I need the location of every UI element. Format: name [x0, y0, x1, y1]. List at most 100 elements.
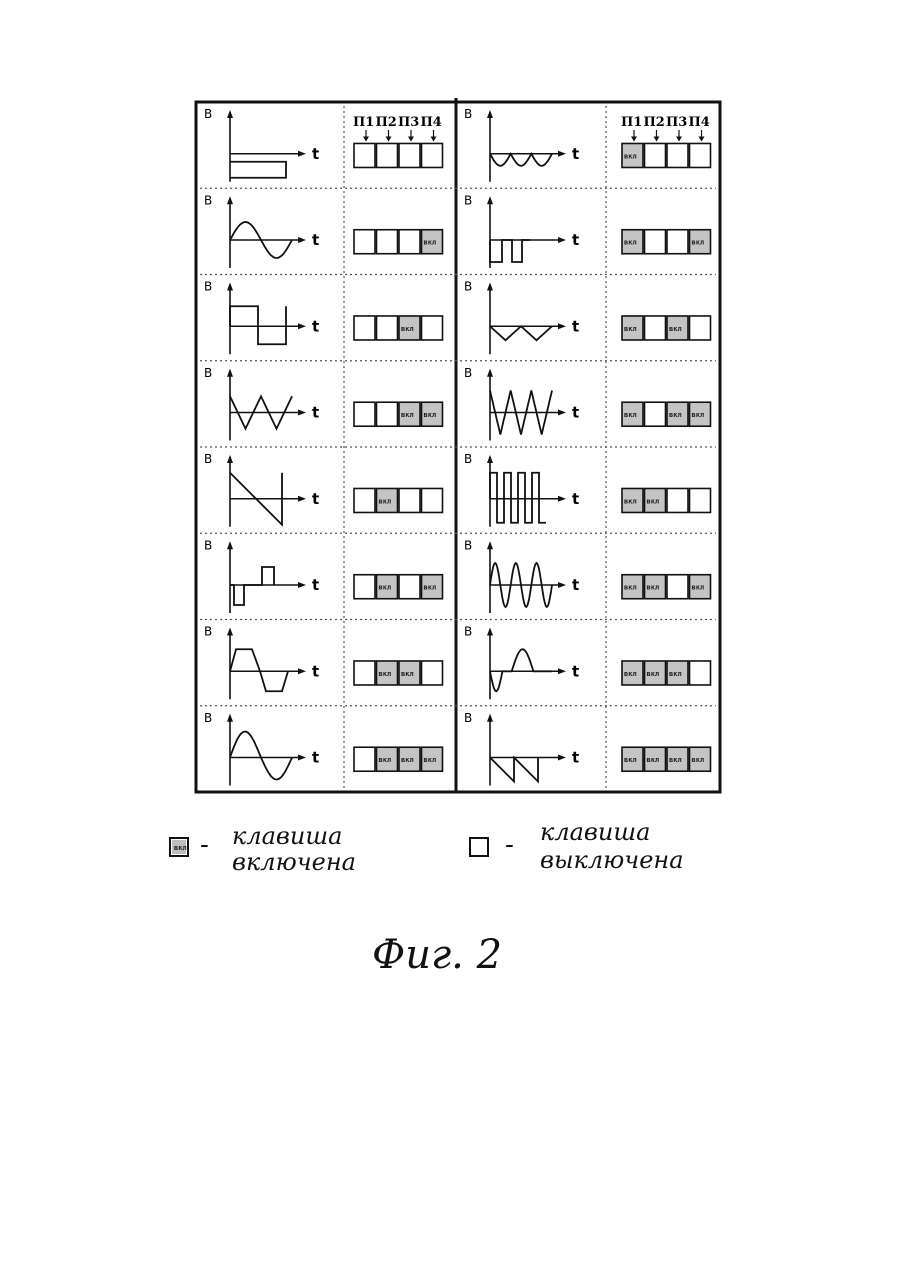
key-on: вкл	[422, 747, 443, 771]
key-on-text: вкл	[669, 411, 682, 419]
axis-y-arrow	[487, 369, 493, 377]
key-on-text: вкл	[692, 756, 705, 764]
key-on-text: вкл	[669, 670, 682, 678]
key-on-text: вкл	[647, 670, 660, 678]
key-off	[377, 143, 398, 167]
axis-y-arrow	[227, 196, 233, 204]
key-header-arrowhead	[363, 136, 369, 141]
key-header-2: П2	[644, 115, 665, 130]
axis-x-arrow	[558, 582, 566, 588]
key-on-text: вкл	[424, 756, 437, 764]
key-on-text: вкл	[401, 325, 414, 333]
axis-x-arrow	[298, 237, 306, 243]
axis-x-arrow	[558, 410, 566, 416]
key-on: вкл	[377, 488, 398, 512]
key-header-arrowhead	[386, 136, 392, 141]
key-off	[645, 143, 666, 167]
key-on: вкл	[622, 488, 643, 512]
axis-y-label: В	[464, 280, 472, 294]
axis-y-arrow	[227, 369, 233, 377]
key-header-arrowhead	[408, 136, 414, 141]
axis-y-arrow	[227, 455, 233, 463]
axis-y-label: В	[204, 711, 212, 725]
key-header-2: П2	[376, 115, 397, 130]
cell-left-2: Вtвкл	[204, 193, 443, 268]
axis-x-arrow	[558, 755, 566, 761]
key-on-text: вкл	[624, 584, 637, 592]
key-off	[690, 143, 711, 167]
axis-y-label: В	[464, 452, 472, 466]
axis-y-arrow	[227, 283, 233, 291]
waveform-square-low	[230, 162, 286, 178]
axis-x-label: t	[572, 317, 579, 335]
axis-x-label: t	[312, 662, 319, 680]
key-off	[399, 575, 420, 599]
key-on: вкл	[622, 661, 643, 685]
key-off	[354, 402, 375, 426]
cell-right-8: Вtвклвклвклвкл	[464, 711, 711, 786]
axis-x-arrow	[558, 237, 566, 243]
axis-y-label: В	[464, 193, 472, 207]
waveform-square	[230, 306, 286, 344]
key-off	[667, 230, 688, 254]
key-on: вкл	[622, 747, 643, 771]
axis-x-label: t	[572, 404, 579, 422]
key-header-arrowhead	[431, 136, 437, 141]
key-on: вкл	[422, 230, 443, 254]
key-off	[399, 230, 420, 254]
axis-y-label: В	[204, 280, 212, 294]
axis-x-label: t	[312, 576, 319, 594]
key-on: вкл	[667, 316, 688, 340]
key-on: вкл	[667, 747, 688, 771]
axis-y-label: В	[204, 193, 212, 207]
key-on: вкл	[399, 402, 420, 426]
axis-y-arrow	[227, 628, 233, 636]
key-on-text: вкл	[401, 670, 414, 678]
key-off	[354, 661, 375, 685]
key-off	[354, 316, 375, 340]
key-on: вкл	[622, 402, 643, 426]
cell-left-1: ВtП1П2П3П4	[204, 107, 443, 182]
key-on-text: вкл	[401, 411, 414, 419]
key-header-arrowhead	[699, 136, 705, 141]
cell-left-4: Вtвклвкл	[204, 366, 443, 441]
key-on-text: вкл	[669, 325, 682, 333]
cell-left-3: Вtвкл	[204, 280, 443, 355]
axis-x-arrow	[558, 323, 566, 329]
key-on-text: вкл	[624, 497, 637, 505]
legend-on-line2: включена	[232, 848, 356, 876]
axis-y-arrow	[487, 628, 493, 636]
cell-right-7: Вtвклвклвкл	[464, 625, 711, 700]
legend-off-line2: выключена	[540, 846, 684, 874]
key-on: вкл	[422, 575, 443, 599]
key-on: вкл	[690, 230, 711, 254]
key-on-text: вкл	[669, 756, 682, 764]
axis-y-arrow	[487, 283, 493, 291]
key-on: вкл	[377, 661, 398, 685]
key-on-text: вкл	[647, 756, 660, 764]
waveform-negative-triangle	[490, 326, 552, 340]
axis-x-arrow	[558, 151, 566, 157]
key-on: вкл	[622, 316, 643, 340]
axis-x-arrow	[298, 668, 306, 674]
key-on-text: вкл	[379, 756, 392, 764]
key-off	[667, 143, 688, 167]
legend-on-swatch-text: вкл	[174, 844, 187, 852]
key-off	[422, 488, 443, 512]
legend-off-line1: клавиша	[540, 818, 650, 846]
key-off	[645, 230, 666, 254]
key-on: вкл	[399, 747, 420, 771]
key-on: вкл	[399, 661, 420, 685]
key-on-text: вкл	[624, 670, 637, 678]
key-on: вкл	[622, 143, 643, 167]
key-on: вкл	[690, 402, 711, 426]
key-on-text: вкл	[424, 411, 437, 419]
cell-right-3: Вt вкл вкл	[464, 280, 711, 355]
axis-y-label: В	[204, 452, 212, 466]
axis-y-label: В	[464, 711, 472, 725]
axis-y-label: В	[464, 366, 472, 380]
key-off	[645, 402, 666, 426]
axis-x-arrow	[558, 496, 566, 502]
key-on-text: вкл	[624, 152, 637, 160]
cell-right-1: ВtвклП1П2П3П4	[464, 107, 711, 182]
